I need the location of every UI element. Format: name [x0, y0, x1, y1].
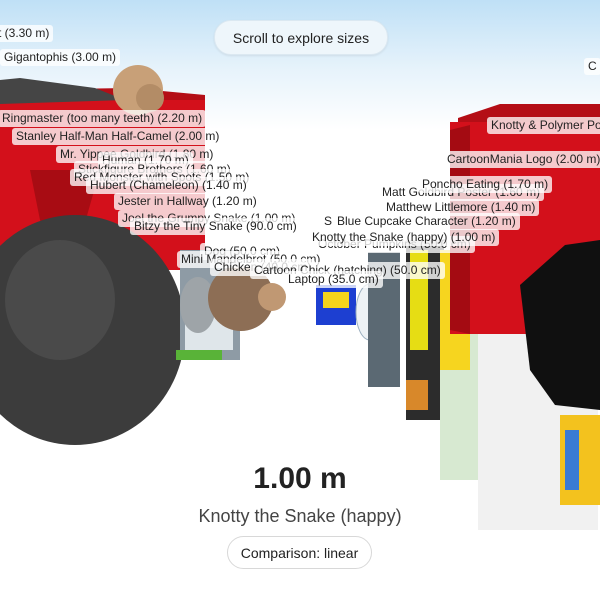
scroll-hint: Scroll to explore sizes	[214, 20, 388, 55]
brown-ball-large	[208, 265, 274, 331]
dog-figure	[180, 277, 216, 333]
size-label[interactable]: Gigantophis (3.00 m)	[0, 49, 121, 66]
size-label[interactable]: Blue Cupcake Character (1.20 m)	[333, 213, 520, 230]
size-label[interactable]: t (3.30 m)	[0, 25, 54, 42]
size-label[interactable]: Laptop (35.0 cm)	[284, 271, 383, 288]
right-dark-wheel	[520, 240, 600, 410]
left-dark-wheel-highlight	[5, 240, 115, 360]
size-label[interactable]: Ringmaster (too many teeth) (2.20 m)	[0, 110, 207, 127]
size-label[interactable]: Bitzy the Tiny Snake (90.0 cm)	[130, 218, 301, 235]
size-label[interactable]: Hubert (Chameleon) (1.40 m)	[86, 177, 251, 194]
size-label[interactable]: Knotty the Snake (happy) (1.00 m)	[308, 229, 500, 246]
size-label[interactable]: Matthew Littlemore (1.40 m)	[382, 199, 540, 216]
left-dark-hood	[0, 78, 125, 104]
green-sign	[176, 350, 222, 360]
orange-stripe	[406, 380, 428, 410]
brown-ball-small	[258, 283, 286, 311]
logo-panel-art-blue	[565, 430, 579, 490]
size-label[interactable]: Knotty & Polymer Po	[487, 117, 600, 134]
comparison-mode-button[interactable]: Comparison: linear	[227, 536, 372, 569]
camel-head-shade	[136, 84, 164, 112]
size-label[interactable]: S	[320, 213, 337, 230]
size-label[interactable]: Stanley Half-Man Half-Camel (2.00 m)	[12, 128, 224, 145]
size-label[interactable]: CartoonMania Logo (2.00 m)	[443, 151, 600, 168]
size-label[interactable]: C	[584, 58, 600, 75]
current-size-value: 1.00 m	[253, 462, 347, 495]
size-label[interactable]: Jester in Hallway (1.20 m)	[114, 193, 261, 210]
laptop-screen	[323, 292, 349, 308]
size-label[interactable]: Poncho Eating (1.70 m)	[418, 176, 553, 193]
current-item-name: Knotty the Snake (happy)	[198, 506, 402, 526]
